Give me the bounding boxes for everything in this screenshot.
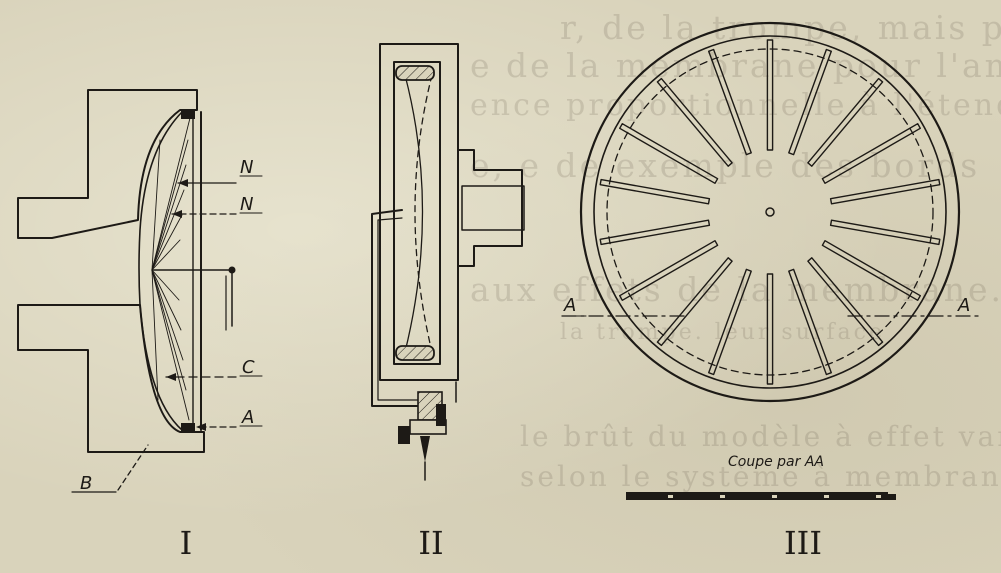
figure-numeral-2: II <box>418 524 443 562</box>
stylus-arm <box>371 209 421 407</box>
label-c: C <box>242 357 255 378</box>
radial-slot <box>619 123 719 184</box>
arrowhead-a <box>196 423 206 431</box>
radial-slot <box>599 219 711 246</box>
strip-gap <box>824 495 829 498</box>
arrowhead-n1 <box>178 179 188 187</box>
radial-slot <box>807 257 884 347</box>
arrow-b <box>117 444 149 491</box>
arrowhead-n2 <box>172 210 182 218</box>
adjust-screw <box>398 426 410 444</box>
disc-center-hole <box>765 207 775 217</box>
strip-gap <box>876 495 881 498</box>
arrowhead-c <box>166 373 176 381</box>
lever-pivot <box>228 266 236 274</box>
section-label-left: A <box>563 295 576 316</box>
radial-slot <box>821 240 921 301</box>
radial-slot <box>829 178 941 205</box>
radial-slot <box>766 39 774 151</box>
membrane-chamber <box>393 61 441 365</box>
figure-3: A A Coupe par AA III <box>561 21 981 562</box>
label-n1: N <box>240 157 253 178</box>
radial-slot <box>829 219 941 246</box>
clamp-bottom <box>181 423 195 432</box>
figure-1: N N C A B I <box>17 89 263 562</box>
label-n2: N <box>240 194 253 215</box>
housing-lower <box>17 304 205 453</box>
section-caption: Coupe par AA <box>728 454 824 470</box>
radial-slot <box>656 77 733 167</box>
figure-numeral-1: I <box>180 524 193 562</box>
radial-slot <box>766 273 774 385</box>
radiating-wires <box>151 117 191 421</box>
radial-slot <box>599 178 711 205</box>
disc-outer-rim <box>579 21 961 403</box>
radial-slots <box>599 39 941 385</box>
disc-inner-rim <box>593 35 947 389</box>
gasket-top <box>395 65 435 81</box>
disc-dashed-circle <box>606 48 934 376</box>
side-flange <box>457 149 523 267</box>
strip-gap <box>720 495 725 498</box>
stylus-needle <box>420 436 430 462</box>
radial-slot <box>821 123 921 184</box>
housing-upper <box>17 89 198 239</box>
figure-2: II <box>371 43 525 562</box>
strip-gap <box>668 495 673 498</box>
figure-numeral-3: III <box>784 524 822 562</box>
membrane-dashed <box>414 74 433 353</box>
gasket-bottom <box>395 345 435 361</box>
radial-slot <box>708 268 752 376</box>
stylus-mount-block <box>436 404 446 426</box>
tube-bore <box>461 185 525 231</box>
radial-slot <box>619 240 719 301</box>
radial-slot <box>788 268 832 376</box>
membrane-solid <box>404 74 424 353</box>
section-strip <box>626 492 896 500</box>
radial-slot <box>788 48 832 156</box>
clamp-top <box>181 110 195 119</box>
label-a: A <box>241 407 254 428</box>
stylus-arm-inner <box>377 217 421 401</box>
section-label-right: A <box>957 295 970 316</box>
radial-slot <box>807 77 884 167</box>
label-b: B <box>80 473 92 494</box>
radial-slot <box>656 257 733 347</box>
horn-profile <box>138 111 183 431</box>
strip-gap <box>772 495 777 498</box>
radial-slot <box>708 48 752 156</box>
